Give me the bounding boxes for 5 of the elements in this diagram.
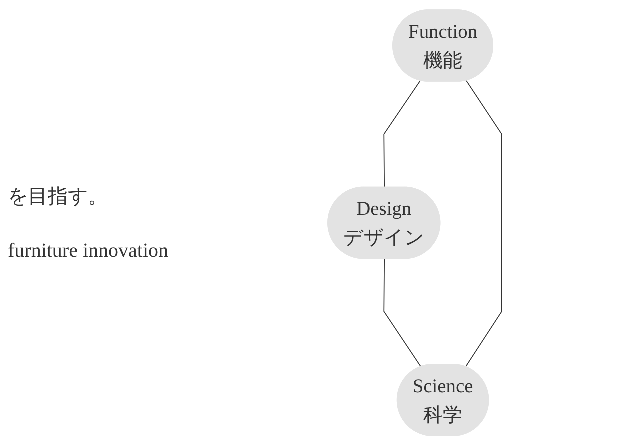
connector <box>384 258 422 368</box>
connector <box>384 80 421 188</box>
note-text: を目指す。 <box>8 185 109 210</box>
note-text: furniture innovation <box>8 240 170 263</box>
connector <box>465 80 502 368</box>
